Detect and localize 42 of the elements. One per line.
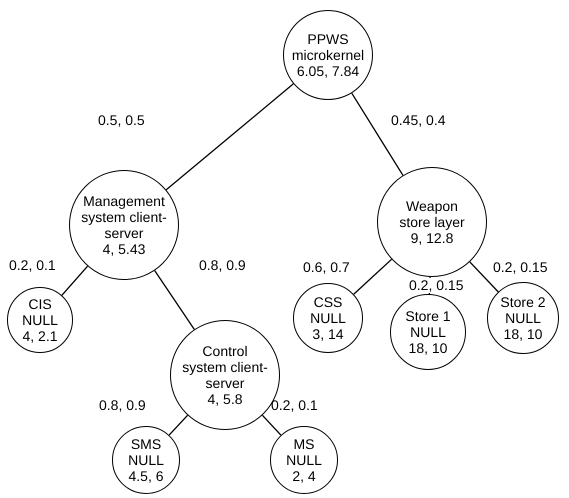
node-text: 6.05, 7.84: [296, 63, 360, 80]
connector-line: [61, 266, 88, 296]
edge-label: 0.8, 0.9: [98, 398, 147, 414]
node-text: NULL: [505, 310, 541, 326]
connector-line: [469, 261, 499, 292]
node-text: 4, 5.43: [102, 241, 146, 258]
node-text: PPWS microkernel: [290, 30, 366, 64]
node-text: 9, 12.8: [410, 230, 454, 246]
node-text: Store 2: [500, 294, 546, 310]
node-text: Weapon store layer: [398, 198, 466, 230]
node-text: 4, 2.1: [22, 328, 58, 344]
edge-label: 0.8, 0.9: [198, 258, 247, 274]
node-text: 18, 10: [504, 326, 542, 342]
node-text: 4.5, 6: [128, 468, 164, 484]
edge-label: 0.6, 0.7: [302, 260, 351, 276]
node-text: NULL: [310, 310, 346, 326]
node-text: NULL: [286, 452, 322, 468]
connector-line: [351, 92, 404, 176]
node-text: 3, 14: [312, 326, 344, 342]
node-text: CIS: [28, 296, 52, 312]
edge-label: 0.2, 0.1: [8, 258, 57, 274]
connector-line: [166, 83, 294, 190]
node-text: Management system client-server: [80, 192, 168, 242]
node-text: SMS: [130, 436, 162, 452]
edge-label: 0.5, 0.5: [97, 113, 146, 128]
edge-label: 0.45, 0.4: [390, 113, 446, 128]
node-text: MS: [294, 436, 314, 452]
edge-label: 0.2, 0.15: [408, 278, 464, 294]
node-text: Store 1: [405, 308, 451, 324]
connector-line: [168, 414, 188, 436]
node-text: Control system client-server: [181, 342, 269, 392]
node-text: NULL: [128, 452, 164, 468]
node-text: NULL: [410, 324, 446, 340]
node-text: CSS: [314, 294, 342, 310]
node-text: 2, 4: [292, 468, 316, 484]
connector-line: [262, 414, 282, 436]
node-text: 4, 5.8: [207, 391, 243, 408]
edge-label: 0.2, 0.15: [492, 260, 548, 276]
connector-line: [154, 270, 195, 330]
node-text: NULL: [22, 312, 58, 328]
node-text: 18, 10: [408, 340, 448, 356]
connector-line: [353, 258, 392, 295]
